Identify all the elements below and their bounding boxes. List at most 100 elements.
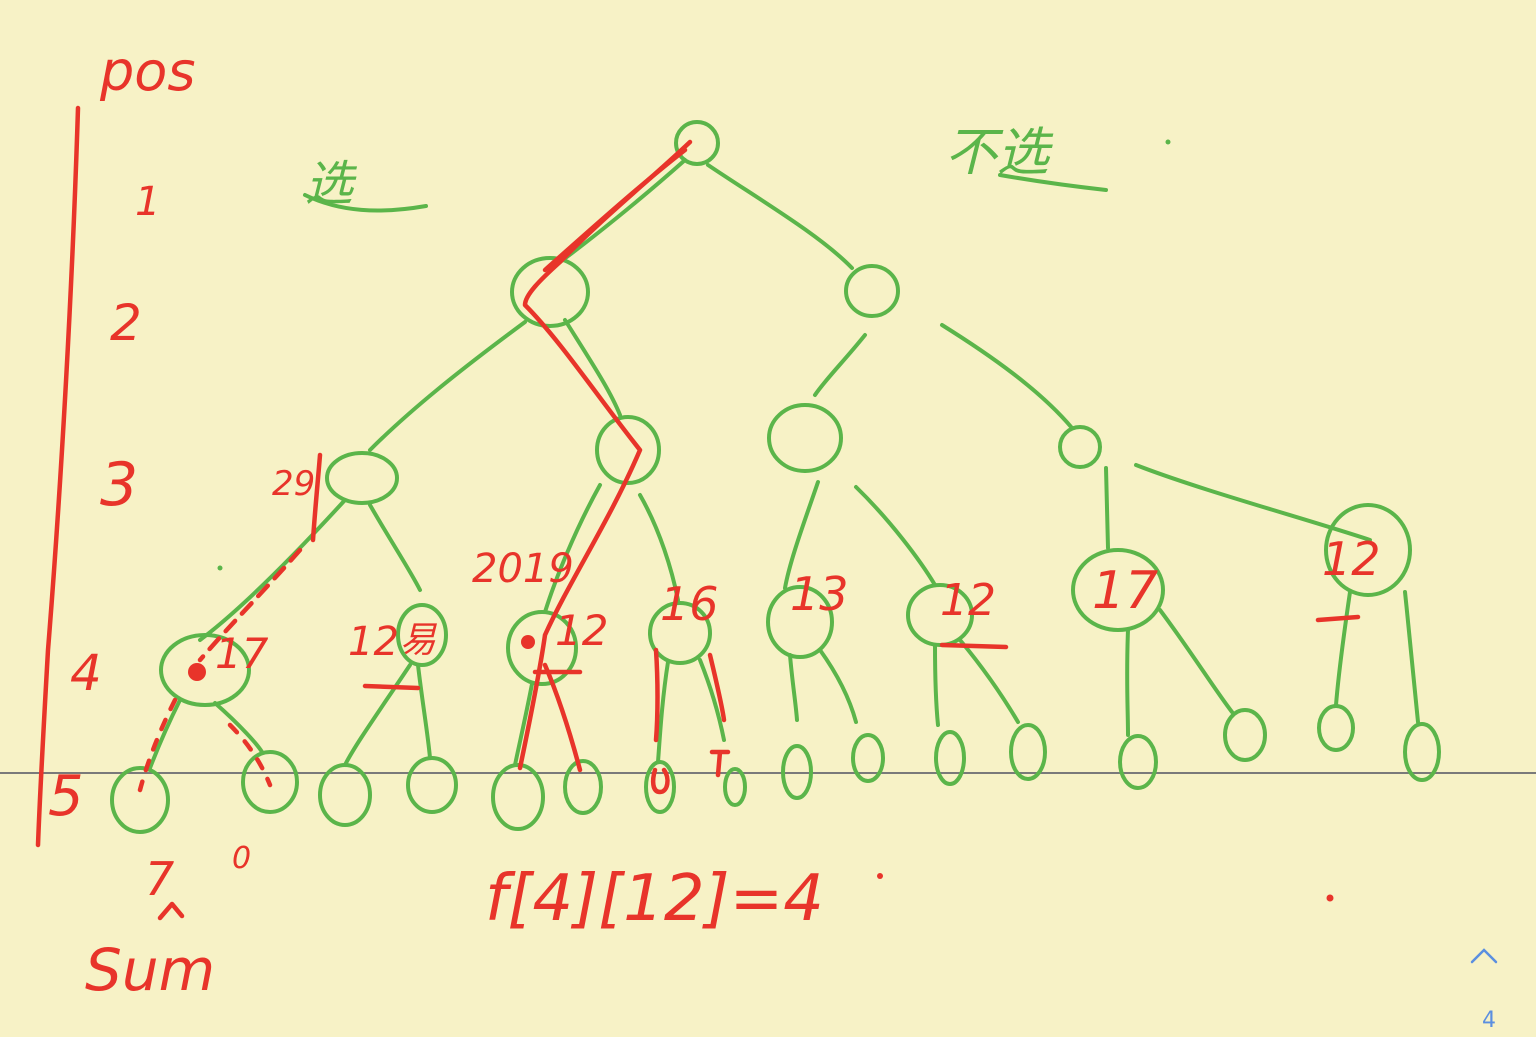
red-dot-l4-1 (188, 663, 206, 681)
level-label-2: 2 (110, 294, 142, 352)
tree-node-l3-4 (1058, 425, 1102, 469)
page-up-chevron-icon[interactable] (1466, 938, 1502, 974)
tree-node-root (674, 120, 720, 166)
edge-l4-6-leaf-11 (933, 643, 940, 727)
page-number: 4 (1482, 1008, 1496, 1033)
edge-root-l2left (558, 158, 687, 264)
edge-l2l-l3-1 (368, 320, 527, 452)
value-tag-l4-2: 易 (400, 620, 437, 661)
level-label-1: 1 (135, 179, 160, 225)
level-label-3: 3 (100, 450, 138, 520)
tree-node-l3-1 (325, 451, 399, 505)
tree-leaf-9 (781, 744, 813, 800)
pos-axis-line (35, 105, 81, 848)
edge-root-l2right (706, 163, 854, 270)
edge-l4-8-leaf-16 (1403, 590, 1420, 724)
stray-dot-4 (1326, 894, 1334, 902)
tree-node-l3-2 (595, 415, 661, 485)
edge-l3-1-l4-2 (368, 503, 422, 592)
value-label-l4-1: 17 (215, 629, 269, 678)
edge-l4-4-leaf-8 (698, 658, 726, 742)
tree-leaf-15 (1317, 704, 1355, 752)
value-label-leaf-1: 7 (145, 852, 174, 906)
edge-l4-5-leaf-9 (788, 653, 799, 722)
tree-leaf-12 (1009, 723, 1047, 781)
pos-axis-label: pos (99, 40, 195, 103)
red-underline-l4-6 (939, 642, 1009, 650)
edge-l4-3-leaf-5 (513, 682, 534, 767)
level-label-5: 5 (48, 764, 84, 829)
edge-l3-4-l4-7 (1104, 466, 1110, 550)
red-underline-l4-8 (1315, 614, 1361, 623)
tree-leaf-7 (644, 760, 676, 814)
value-label-l4-4: 16 (660, 577, 719, 631)
stray-dot-1 (1165, 139, 1171, 145)
edge-l4-1-leaf-1 (148, 698, 182, 770)
edge-l3-2-l4-4 (638, 493, 680, 602)
edge-l3-3-l4-5 (783, 480, 820, 590)
formula-text: f[4][12]=4 (485, 862, 824, 936)
tree-node-l3-3 (767, 403, 843, 473)
tree-node-l4-5 (766, 585, 834, 659)
edge-l2r-l3-3 (813, 333, 867, 397)
level-label-4: 4 (70, 644, 102, 702)
tree-leaf-13 (1118, 734, 1158, 790)
edge-l4-1-leaf-2 (213, 701, 264, 754)
stray-dot-3 (877, 873, 883, 879)
edge-l3-1-l4-1 (198, 498, 347, 642)
tree-leaf-16 (1403, 722, 1441, 782)
value-label-l4-8: 12 (1322, 532, 1381, 586)
tree-leaf-4 (406, 756, 458, 814)
sum-caret (157, 901, 185, 921)
red-dashed-leaf-1 (137, 697, 178, 793)
tree-leaf-1 (110, 766, 170, 834)
red-path-overstroke (542, 147, 688, 273)
tree-node-l2-right (844, 264, 900, 318)
tree-node-l4-4 (648, 601, 712, 665)
value-label-2019: 2019 (472, 546, 574, 592)
tree-leaf-8 (723, 767, 747, 807)
edge-l2r-l3-4 (940, 323, 1074, 430)
tree-leaf-2 (241, 750, 299, 814)
tree-node-l4-8 (1324, 503, 1412, 597)
red-underline-l4-2 (362, 683, 421, 691)
tree-node-l4-3 (506, 610, 578, 686)
tree-node-l4-7 (1071, 548, 1165, 632)
red-dot-l4-3 (521, 635, 535, 649)
edge-l4-2-leaf-4 (416, 663, 432, 760)
red-mark-l4-4-a (653, 647, 660, 743)
edge-l4-2-leaf-3 (343, 663, 412, 767)
tree-node-l2-left (510, 256, 590, 328)
value-label-l4-7: 17 (1092, 561, 1158, 621)
sum-axis-label: Sum (85, 936, 215, 1004)
red-mark-leaf-7 (650, 767, 670, 795)
red-mark-29 (310, 452, 323, 543)
red-path-branch (542, 662, 583, 773)
red-dashed-path (197, 547, 303, 663)
edge-l4-4-leaf-7 (656, 660, 670, 764)
value-label-l3-left: 29 (272, 464, 315, 504)
red-mark-leaf-8 (709, 749, 731, 778)
select-underline (303, 193, 428, 213)
value-label-l4-3: 12 (555, 606, 608, 655)
tree-leaf-11 (934, 730, 966, 786)
edge-l3-2-l4-3 (543, 483, 602, 614)
edge-l4-8-leaf-15 (1334, 590, 1352, 707)
red-dashed-leaf-2 (227, 722, 273, 788)
not-select-underline (998, 173, 1108, 192)
tree-leaf-5 (491, 763, 545, 831)
value-label-leaf-2: 0 (232, 841, 251, 876)
stray-dot-2 (217, 565, 223, 571)
edge-l4-5-leaf-10 (818, 648, 858, 724)
value-label-l4-5: 13 (790, 567, 849, 621)
tree-leaf-14 (1223, 708, 1267, 762)
edge-l3-3-l4-6 (854, 485, 937, 587)
red-mark-l4-4-b (707, 652, 727, 723)
tree-leaf-10 (851, 733, 885, 783)
tree-leaf-6 (563, 759, 603, 815)
value-label-l4-2: 12 (348, 619, 399, 665)
value-label-l4-6: 12 (940, 575, 996, 626)
edge-l3-4-l4-8 (1134, 463, 1372, 542)
